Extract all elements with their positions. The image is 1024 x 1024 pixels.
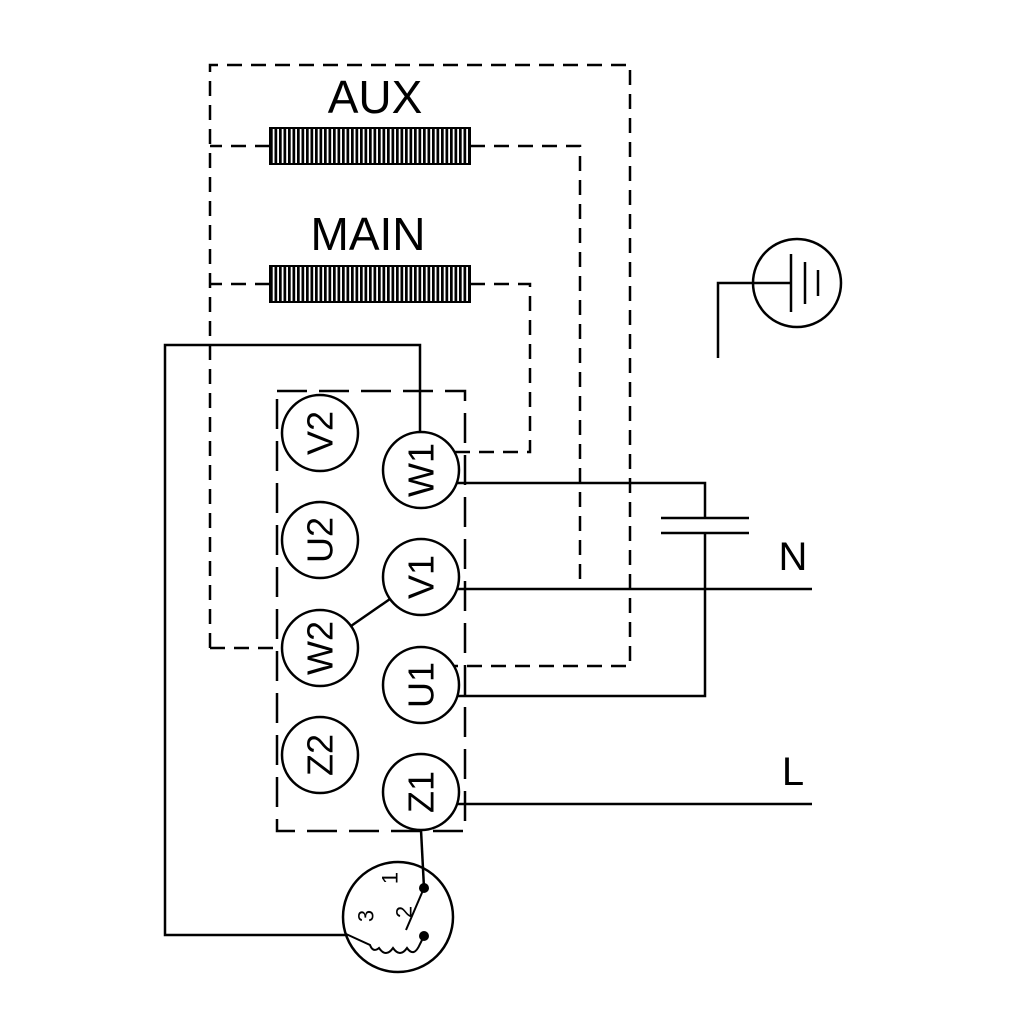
terminal-z2-circle	[280, 715, 360, 795]
terminal-z2: Z2	[280, 715, 360, 795]
terminal-v2-circle	[280, 393, 360, 473]
protector-terminal-1-label: 1	[378, 872, 403, 884]
terminal-w1-circle	[381, 430, 461, 510]
terminal-z1-label: Z1	[401, 771, 442, 813]
capacitor-icon	[661, 516, 749, 535]
terminal-w2-label: W2	[300, 621, 341, 675]
terminal-v2: V2	[280, 393, 360, 473]
main-right-run-wire	[455, 282, 532, 454]
wire-w1-to-capacitor	[457, 481, 707, 518]
protector-terminal-2-label: 2	[392, 906, 417, 918]
aux-winding: AUX	[269, 71, 471, 165]
terminal-w1-label: W1	[401, 443, 442, 497]
earth-ground-lead	[716, 281, 753, 358]
neutral-label: N	[779, 535, 808, 579]
wire-w1-to-protector-loop	[163, 343, 422, 937]
terminal-board-outline	[275, 389, 467, 833]
wire-z1-to-protector	[419, 829, 426, 889]
terminal-board: V2 W1 U2 V1 W2 U1 Z2 Z1	[280, 393, 461, 832]
terminal-v1-circle	[381, 537, 461, 617]
aux-winding-coil-icon	[269, 127, 471, 165]
earth-ground-icon	[716, 237, 843, 358]
wire-w2-v1-link	[350, 597, 391, 628]
wires	[163, 343, 812, 937]
thermal-protector-body	[341, 860, 455, 974]
protector-contact-blade	[405, 887, 425, 931]
terminal-u2-label: U2	[300, 517, 341, 563]
main-winding-coil-icon	[269, 265, 471, 303]
wire-capacitor-to-u1	[457, 533, 707, 698]
terminal-u2: U2	[280, 500, 360, 580]
terminal-w2: W2	[280, 608, 360, 688]
terminal-v2-label: V2	[300, 411, 341, 455]
winding-loop-wire	[208, 63, 632, 668]
protector-heater-coil	[345, 933, 425, 954]
thermal-protector-icon: 1 2 3	[341, 860, 455, 974]
terminal-u1-label: U1	[401, 662, 442, 708]
terminal-w2-circle	[280, 608, 360, 688]
terminal-z2-label: Z2	[300, 734, 341, 776]
aux-right-run-wire	[470, 144, 582, 589]
protector-terminal-3-label: 3	[354, 910, 379, 922]
aux-winding-label: AUX	[328, 71, 423, 123]
terminal-w1: W1	[381, 430, 461, 510]
internal-winding-connections	[208, 63, 632, 668]
terminal-v1-label: V1	[401, 555, 442, 599]
main-winding: MAIN	[269, 208, 471, 303]
terminal-z1: Z1	[381, 752, 461, 832]
terminal-u2-circle	[280, 500, 360, 580]
terminal-u1-circle	[381, 645, 461, 725]
terminal-z1-circle	[381, 752, 461, 832]
terminal-u1: U1	[381, 645, 461, 725]
terminal-v1: V1	[381, 537, 461, 617]
main-winding-label: MAIN	[311, 208, 426, 260]
line-label: L	[782, 750, 804, 794]
